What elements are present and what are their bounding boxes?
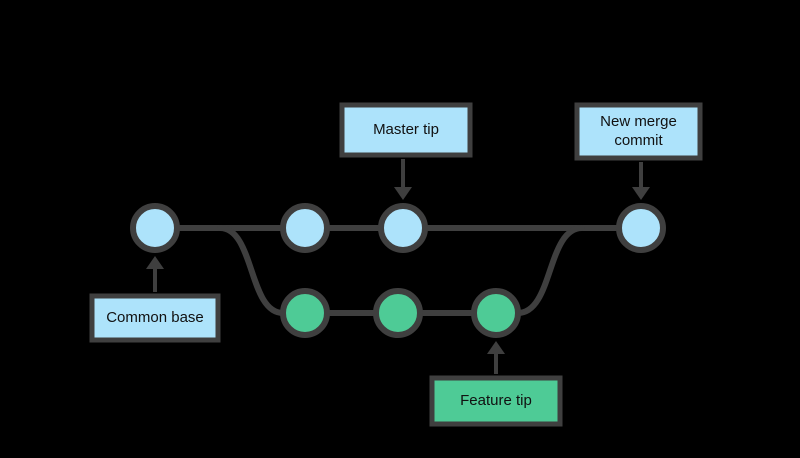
arrow-head-common-base <box>146 256 164 269</box>
commit-node-feature-commit-1[interactable] <box>280 288 330 338</box>
label-box-master-tip[interactable] <box>339 102 473 158</box>
arrow-head-new-merge-commit <box>632 187 650 200</box>
label-text-common-base: Common base <box>106 309 204 326</box>
labels-layer: Common base Master tip New merge commitFeat… <box>89 102 703 427</box>
commit-node-master-commit-1[interactable] <box>130 203 180 253</box>
label-text-new-merge-commit: New merge <box>600 113 677 130</box>
label-group-common-base: Common base <box>89 256 221 343</box>
label-text-feature-tip: Feature tip <box>460 392 532 409</box>
commit-nodes-layer <box>130 203 666 338</box>
label-box-common-base[interactable] <box>89 293 221 343</box>
edges-layer <box>177 225 619 316</box>
label-box-new-merge-commit[interactable] <box>574 102 703 161</box>
arrow-head-feature-tip <box>487 341 505 354</box>
label-group-new-merge-commit: New merge commit <box>574 102 703 200</box>
commit-node-master-commit-4[interactable] <box>616 203 666 253</box>
commit-node-feature-commit-3[interactable] <box>471 288 521 338</box>
commit-node-master-commit-2[interactable] <box>280 203 330 253</box>
commit-node-feature-commit-2[interactable] <box>373 288 423 338</box>
label-text-master-tip: Master tip <box>373 121 439 138</box>
arrow-head-master-tip <box>394 187 412 200</box>
label-box-feature-tip[interactable] <box>429 375 563 427</box>
label-group-feature-tip: Feature tip <box>429 341 563 427</box>
label-group-master-tip: Master tip <box>339 102 473 200</box>
commit-node-master-commit-3[interactable] <box>378 203 428 253</box>
label-text-new-merge-commit: commit <box>614 132 663 149</box>
edge-edge-branch-off <box>217 225 286 316</box>
edge-edge-merge-in <box>515 225 585 316</box>
